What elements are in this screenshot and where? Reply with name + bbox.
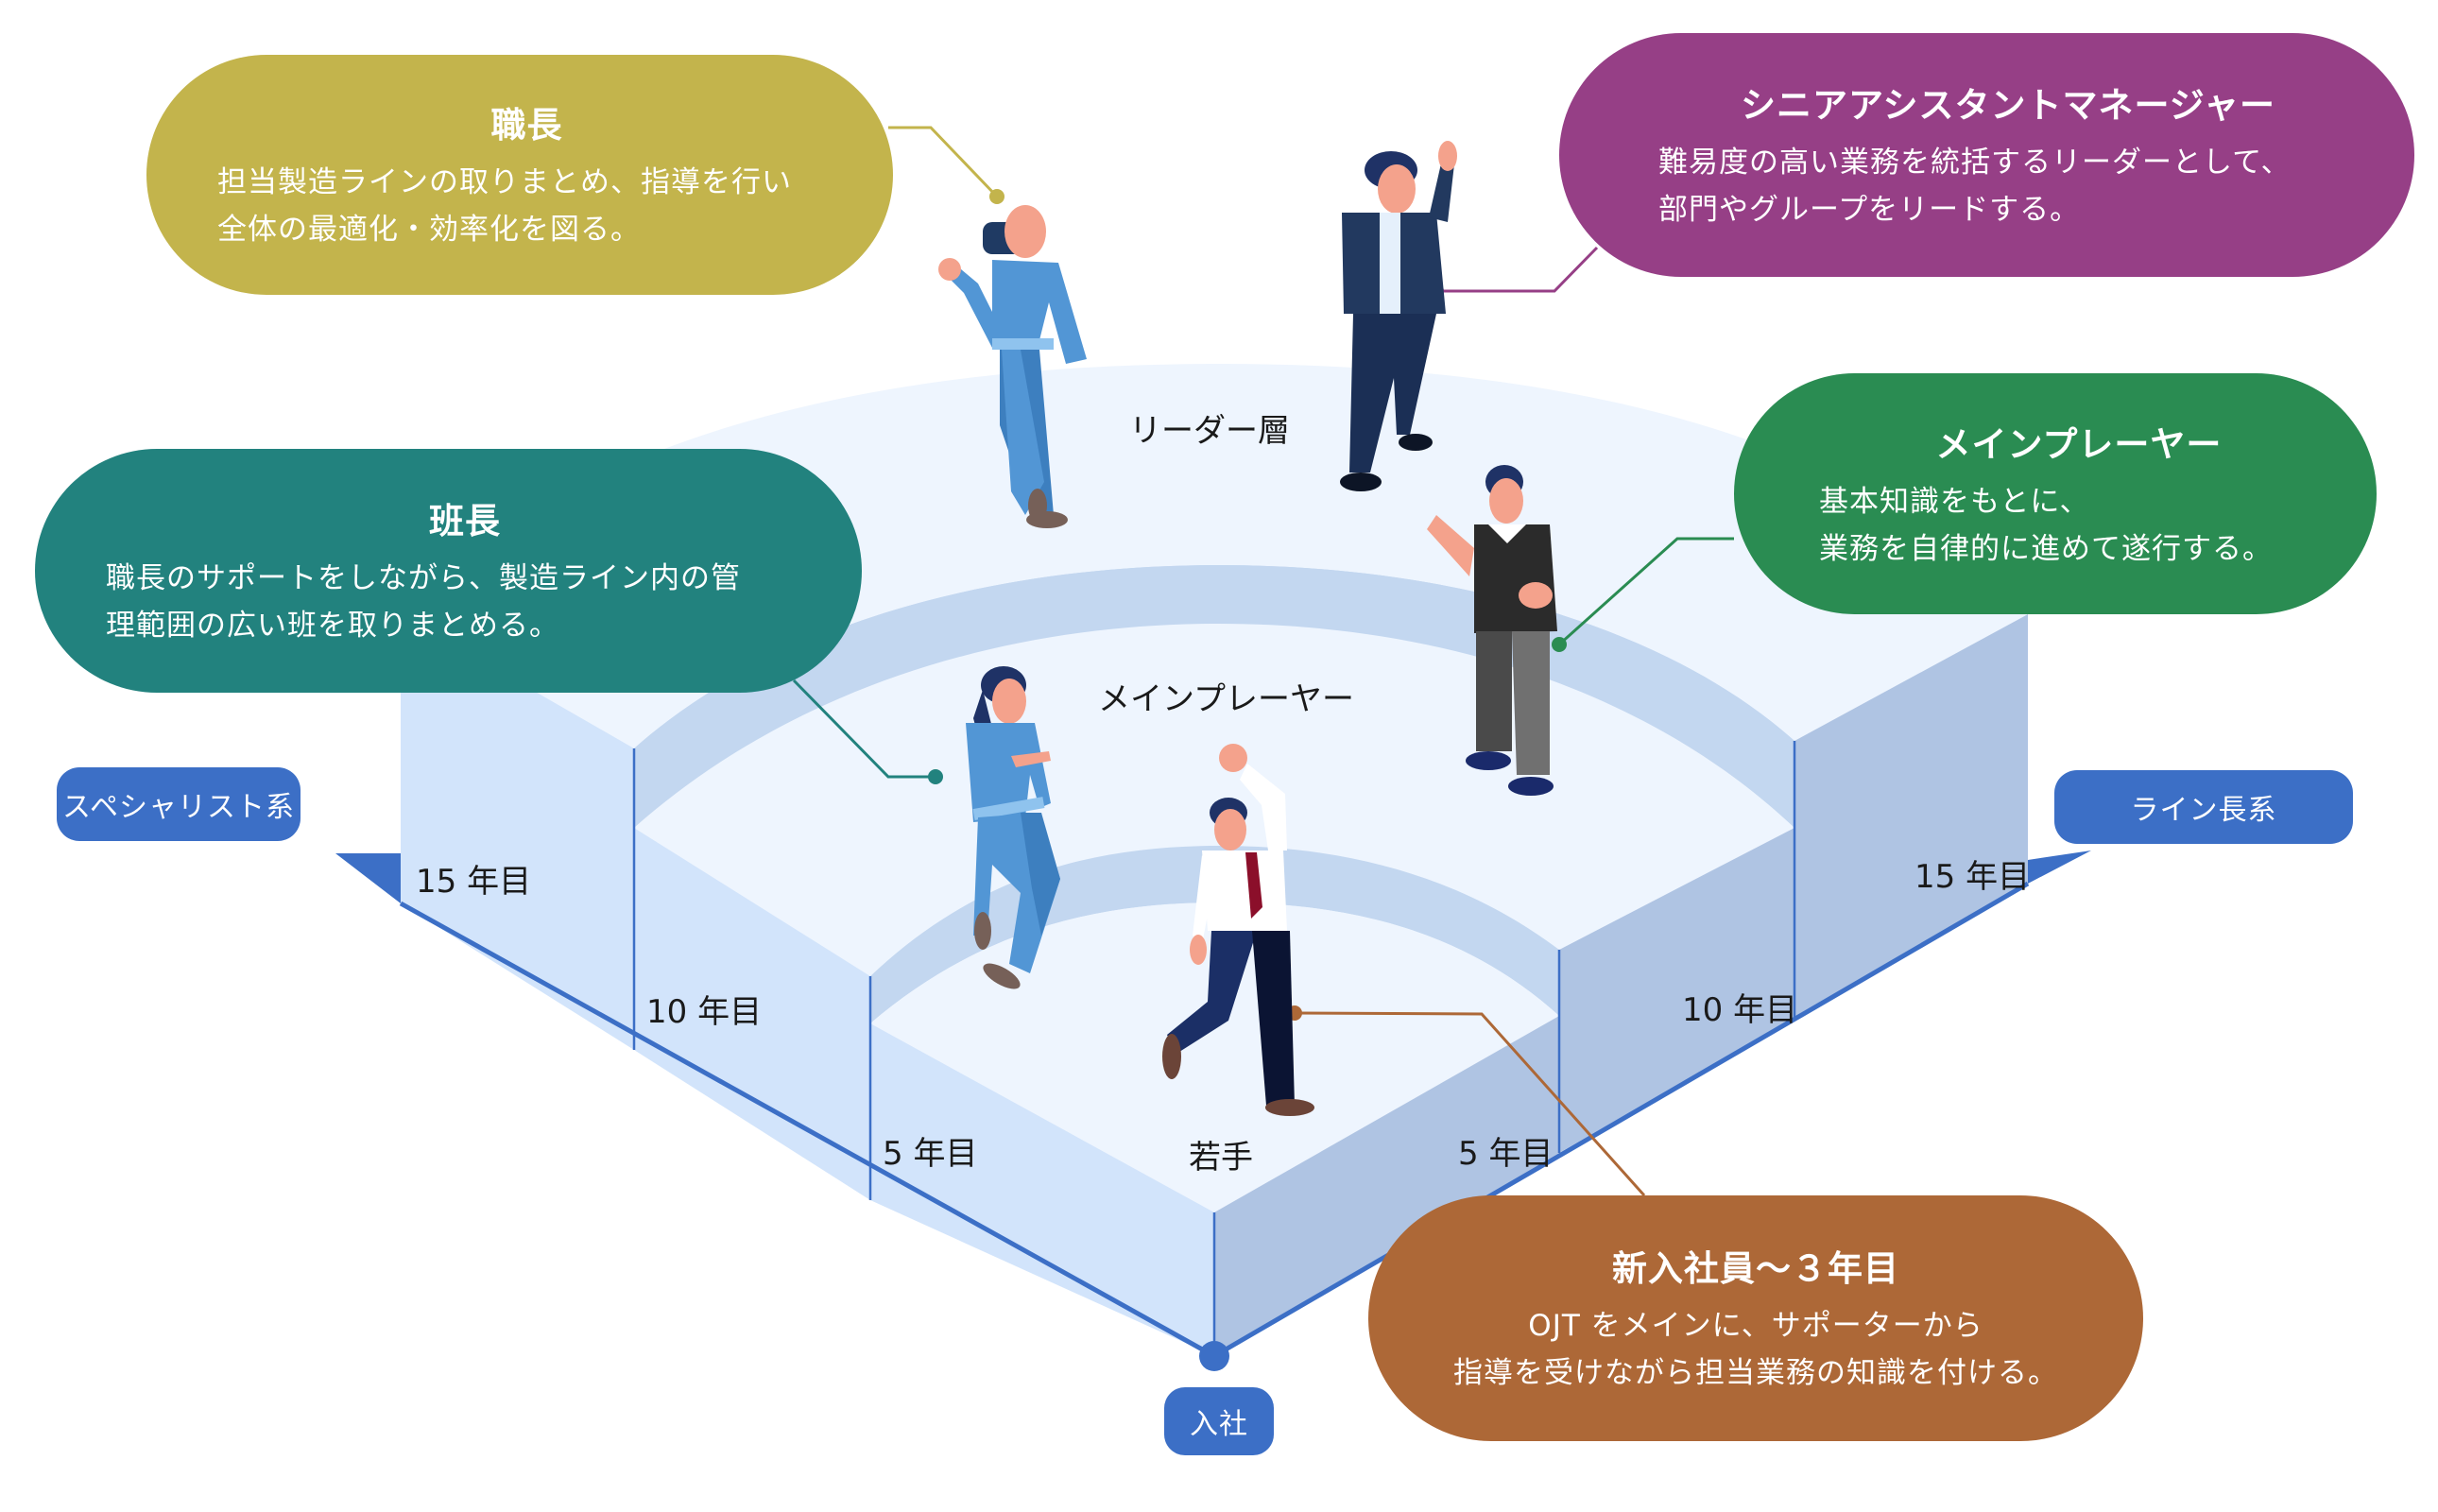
shokucho-bubble: 職長 担当製造ラインの取りまとめ、指導を行い 全体の最適化・効率化を図る。 (146, 55, 893, 295)
middle-step-left-riser (634, 828, 870, 1200)
layer-label-leader: リーダー層 (1129, 412, 1290, 450)
hancho-body: 職長のサポートをしながら、製造ライン内の管 理範囲の広い班を取りまとめる。 (106, 561, 741, 643)
newcomer-figure-icon (1162, 744, 1314, 1116)
senior-am-connector (1436, 246, 1599, 293)
line-track-pointer (2028, 850, 2091, 884)
year-label-right-15: 15 年目 (1914, 858, 2031, 896)
layer-label-young: 若手 (1189, 1139, 1253, 1177)
start-dot (1199, 1341, 1229, 1371)
year-label-left-10: 10 年目 (646, 993, 763, 1031)
main-player-connector (1557, 537, 1734, 646)
main-player-body: 基本知識をもとに、 業務を自律的に進めて遂行する。 (1819, 484, 2273, 566)
bottom-step-right-riser (1214, 1016, 1559, 1356)
spec-track-tag: スペシャリスト系 (57, 767, 300, 841)
line-track-line (1212, 881, 2030, 1359)
hancho-figure-icon (966, 666, 1060, 989)
newcomer-body: OJT をメインに、サポーターから 指導を受けながら担当業務の知識を付ける。 (1453, 1309, 2058, 1390)
middle-step-right-riser (1559, 828, 1794, 1153)
main-player-connector-dot (1552, 637, 1567, 652)
line-track-tag: ライン長系 (2054, 770, 2353, 844)
year-label-right-10: 10 年目 (1682, 991, 1798, 1029)
senior-am-bubble: シニアアシスタントマネージャー 難易度の高い業務を統括するリーダーとして、 部門… (1559, 33, 2414, 277)
senior-am-figure-icon (1340, 141, 1457, 491)
hancho-bubble: 班長 職長のサポートをしながら、製造ライン内の管 理範囲の広い班を取りまとめる。 (35, 449, 862, 693)
spec-track-line (399, 901, 1216, 1359)
hancho-connector (792, 679, 936, 779)
newcomer-bubble: 新入社員～３年目 OJT をメインに、サポーターから 指導を受けながら担当業務の… (1368, 1195, 2143, 1441)
top-step-left-riser (401, 614, 634, 1050)
senior-am-title: シニアアシスタントマネージャー (1741, 85, 2275, 126)
year-label-left-15: 15 年目 (416, 863, 532, 901)
shokucho-title: 職長 (490, 105, 563, 146)
shokucho-connector (888, 126, 999, 198)
year-label-left-5: 5 年目 (883, 1135, 978, 1173)
shokucho-figure-icon (938, 205, 1087, 528)
layer-label-main: メインプレーヤー (1098, 680, 1354, 718)
young-layer-top-face (870, 902, 1559, 1212)
year-label-right-5: 5 年目 (1458, 1135, 1554, 1173)
senior-am-body: 難易度の高い業務を統括するリーダーとして、 部門やグループをリードする。 (1658, 146, 2292, 227)
newcomer-connector (1294, 1011, 1646, 1197)
main-player-title: メインプレーヤー (1935, 423, 2223, 465)
newcomer-title: 新入社員～３年目 (1612, 1248, 1899, 1289)
start-tag: 入社 (1164, 1387, 1274, 1455)
shokucho-body: 担当製造ラインの取りまとめ、指導を行い 全体の最適化・効率化を図る。 (217, 165, 792, 247)
main-player-figure-icon (1427, 465, 1557, 796)
main-player-bubble: メインプレーヤー 基本知識をもとに、 業務を自律的に進めて遂行する。 (1734, 373, 2377, 614)
hancho-title: 班長 (429, 501, 501, 541)
shokucho-connector-dot (989, 189, 1004, 204)
hancho-connector-dot (928, 769, 943, 784)
step-dividers (632, 741, 1796, 1356)
bottom-step-left-riser (870, 1023, 1214, 1356)
spec-track-pointer (335, 853, 401, 903)
